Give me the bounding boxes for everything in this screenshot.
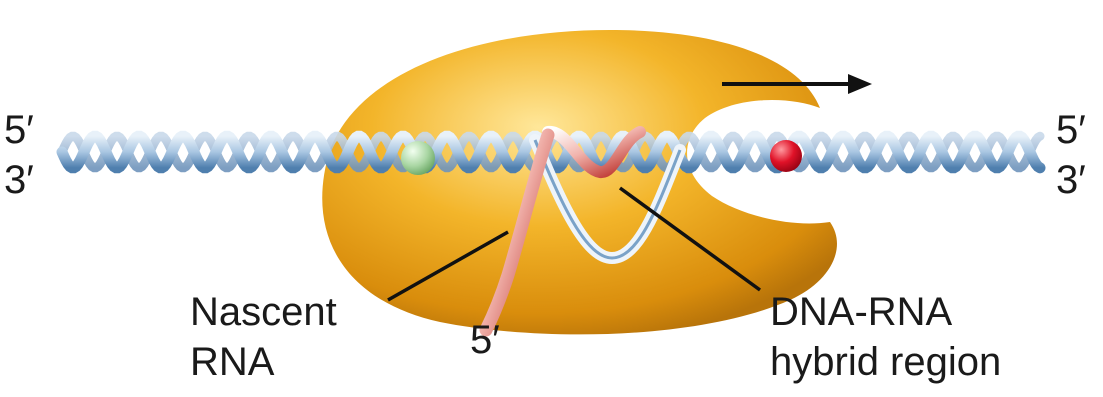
green-marker <box>401 141 435 175</box>
left-5prime-label: 5′ <box>4 108 34 152</box>
right-3prime-label: 3′ <box>1056 158 1086 202</box>
right-5prime-label: 5′ <box>1056 108 1086 152</box>
nascent-rna-label-line1: Nascent <box>190 290 337 334</box>
rna-5prime-label: 5′ <box>470 318 500 362</box>
red-marker <box>770 140 802 172</box>
hybrid-region-label-line2: hybrid region <box>770 340 1001 384</box>
left-3prime-label: 3′ <box>4 158 34 202</box>
hybrid-region-label-line1: DNA-RNA <box>770 290 952 334</box>
nascent-rna-label-line2: RNA <box>190 340 274 384</box>
